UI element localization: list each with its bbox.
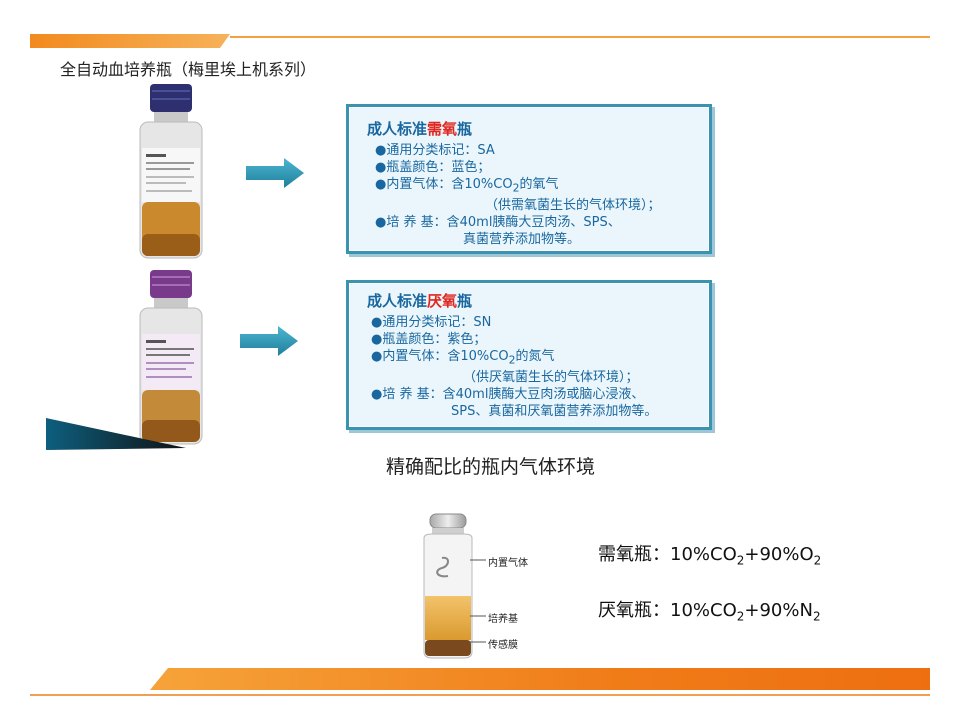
anaerobic-box-title: 成人标准厌氧瓶 (367, 292, 473, 310)
aerobic-cap-color: ●瓶盖颜色：蓝色； (375, 160, 491, 175)
anaerobic-medium-cont: SPS、真菌和厌氧菌营养添加物等。 (451, 403, 658, 419)
bottle-diagram (423, 513, 473, 659)
bottom-footer-band (150, 668, 930, 690)
aerobic-gas-note: （供需氧菌生长的气体环境）； (485, 197, 661, 213)
aerobic-box-title: 成人标准需氧瓶 (367, 120, 473, 138)
medium-label: 培养基 (488, 614, 518, 625)
anaerobic-class-mark: ●通用分类标记：SN (371, 315, 492, 330)
right-arrow-icon (246, 158, 304, 188)
footer-divider (30, 694, 930, 696)
decorative-swoosh (46, 418, 186, 450)
aerobic-gas: ●内置气体：含10%CO2的氧气 (375, 177, 559, 195)
page-title: 全自动血培养瓶（梅里埃上机系列） (60, 60, 317, 79)
anaerobic-gas-note: （供厌氧菌生长的气体环境）； (463, 369, 639, 385)
anaerobic-cap-color: ●瓶盖颜色：紫色； (371, 332, 487, 347)
anaerobic-gas: ●内置气体：含10%CO2的氮气 (371, 349, 555, 367)
aerobic-medium-cont: 真菌营养添加物等。 (463, 231, 581, 247)
anaerobic-info-box: 成人标准厌氧瓶 ●通用分类标记：SN ●瓶盖颜色：紫色； ●内置气体：含10%C… (346, 280, 712, 430)
aerobic-info-box: 成人标准需氧瓶 ●通用分类标记：SA ●瓶盖颜色：蓝色； ●内置气体：含10%C… (346, 104, 712, 254)
aerobic-bottle-image (139, 84, 203, 259)
gas-environment-caption: 精确配比的瓶内气体环境 (386, 456, 596, 478)
diagram-leader-lines (470, 559, 486, 643)
aerobic-formula: 需氧瓶：10%CO2+90%O2 (598, 544, 822, 568)
sensor-label: 传感膜 (488, 640, 518, 651)
top-header-band (30, 34, 930, 48)
gas-label: 内置气体 (488, 558, 528, 569)
aerobic-medium: ●培 养 基：含40ml胰酶大豆肉汤、SPS、 (375, 214, 621, 230)
aerobic-class-mark: ●通用分类标记：SA (375, 143, 495, 158)
anaerobic-bottle-image (139, 270, 203, 445)
anaerobic-medium: ●培 养 基：含40ml胰酶大豆肉汤或脑心浸液、 (371, 386, 645, 402)
anaerobic-formula: 厌氧瓶：10%CO2+90%N2 (598, 600, 821, 624)
right-arrow-icon (240, 326, 298, 356)
